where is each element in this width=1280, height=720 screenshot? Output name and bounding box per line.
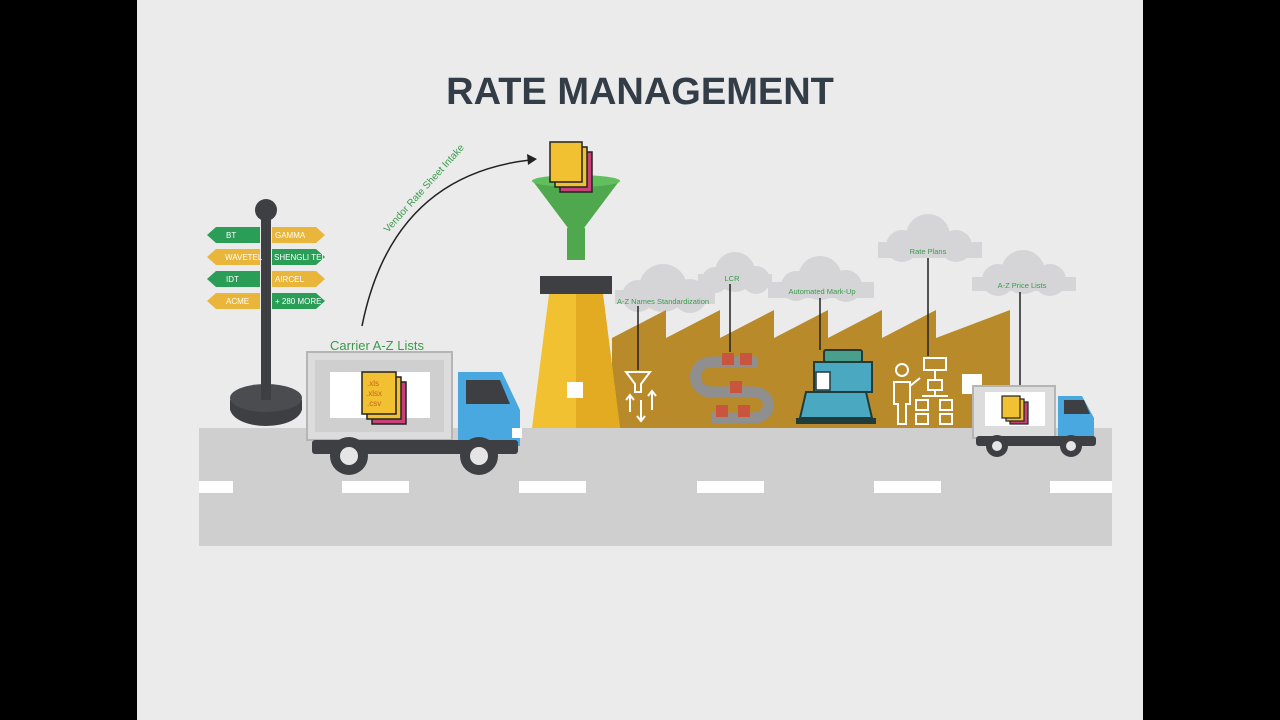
file-type-xls: .xls xyxy=(367,379,379,388)
funnel-sort-icon xyxy=(624,371,657,423)
sign-right-aircel-label: AIRCEL xyxy=(275,275,304,284)
stage-price-lists-label: A-Z Price Lists xyxy=(998,281,1047,290)
cloud-rate-plans xyxy=(878,214,982,262)
file-type-csv: .csv xyxy=(367,399,381,408)
sign-right-shengli: SHENGLI TEL xyxy=(272,249,326,265)
sign-left-idt-label: IDT xyxy=(226,275,239,284)
cloud-markup xyxy=(768,256,874,302)
sign-left-bt-label: BT xyxy=(226,231,236,240)
carrier-files-icon: .xls .xlsx .csv xyxy=(361,371,407,425)
intake-label: Vendor Rate Sheet Intake xyxy=(382,142,467,235)
sign-left-acme: ACME xyxy=(207,293,260,309)
sign-left-acme-label: ACME xyxy=(226,297,249,306)
stage-lcr-label: LCR xyxy=(724,274,740,283)
stage-standardization-label: A-Z Names Standardization xyxy=(617,297,709,306)
price-list-truck xyxy=(972,385,1096,457)
carrier-label: Carrier A-Z Lists xyxy=(330,338,424,353)
sign-left-idt: IDT xyxy=(207,271,260,287)
sign-right-more-label: + 280 MORE xyxy=(275,297,321,306)
conveyor-icon xyxy=(690,353,774,424)
sign-left-wavetel: WAVETEL xyxy=(207,249,263,265)
cloud-price-lists xyxy=(972,250,1076,296)
sign-right-more: + 280 MORE xyxy=(272,293,325,309)
intake-arrowhead xyxy=(527,154,537,165)
stage-rate-plans-label: Rate Plans xyxy=(910,247,947,256)
sign-right-gamma-label: GAMMA xyxy=(275,231,306,240)
intake-tower xyxy=(532,276,620,428)
price-list-files-icon xyxy=(1001,395,1029,425)
sign-right-gamma: GAMMA xyxy=(272,227,325,243)
signpost xyxy=(230,199,302,426)
sign-left-bt: BT xyxy=(207,227,260,243)
intake-files-icon xyxy=(549,141,593,193)
intake-arrow xyxy=(361,159,531,327)
file-type-xlsx: .xlsx xyxy=(366,389,382,398)
presenter-org-chart-icon xyxy=(893,357,953,425)
cash-register-icon xyxy=(796,349,876,424)
sign-right-aircel: AIRCEL xyxy=(272,271,325,287)
stage-markup-label: Automated Mark-Up xyxy=(788,287,855,296)
sign-left-wavetel-label: WAVETEL xyxy=(225,253,263,262)
cloud-standardization xyxy=(615,264,715,313)
sign-right-shengli-label: SHENGLI TEL xyxy=(274,253,326,262)
cloud-lcr xyxy=(698,252,772,294)
page-title: RATE MANAGEMENT xyxy=(446,71,834,113)
